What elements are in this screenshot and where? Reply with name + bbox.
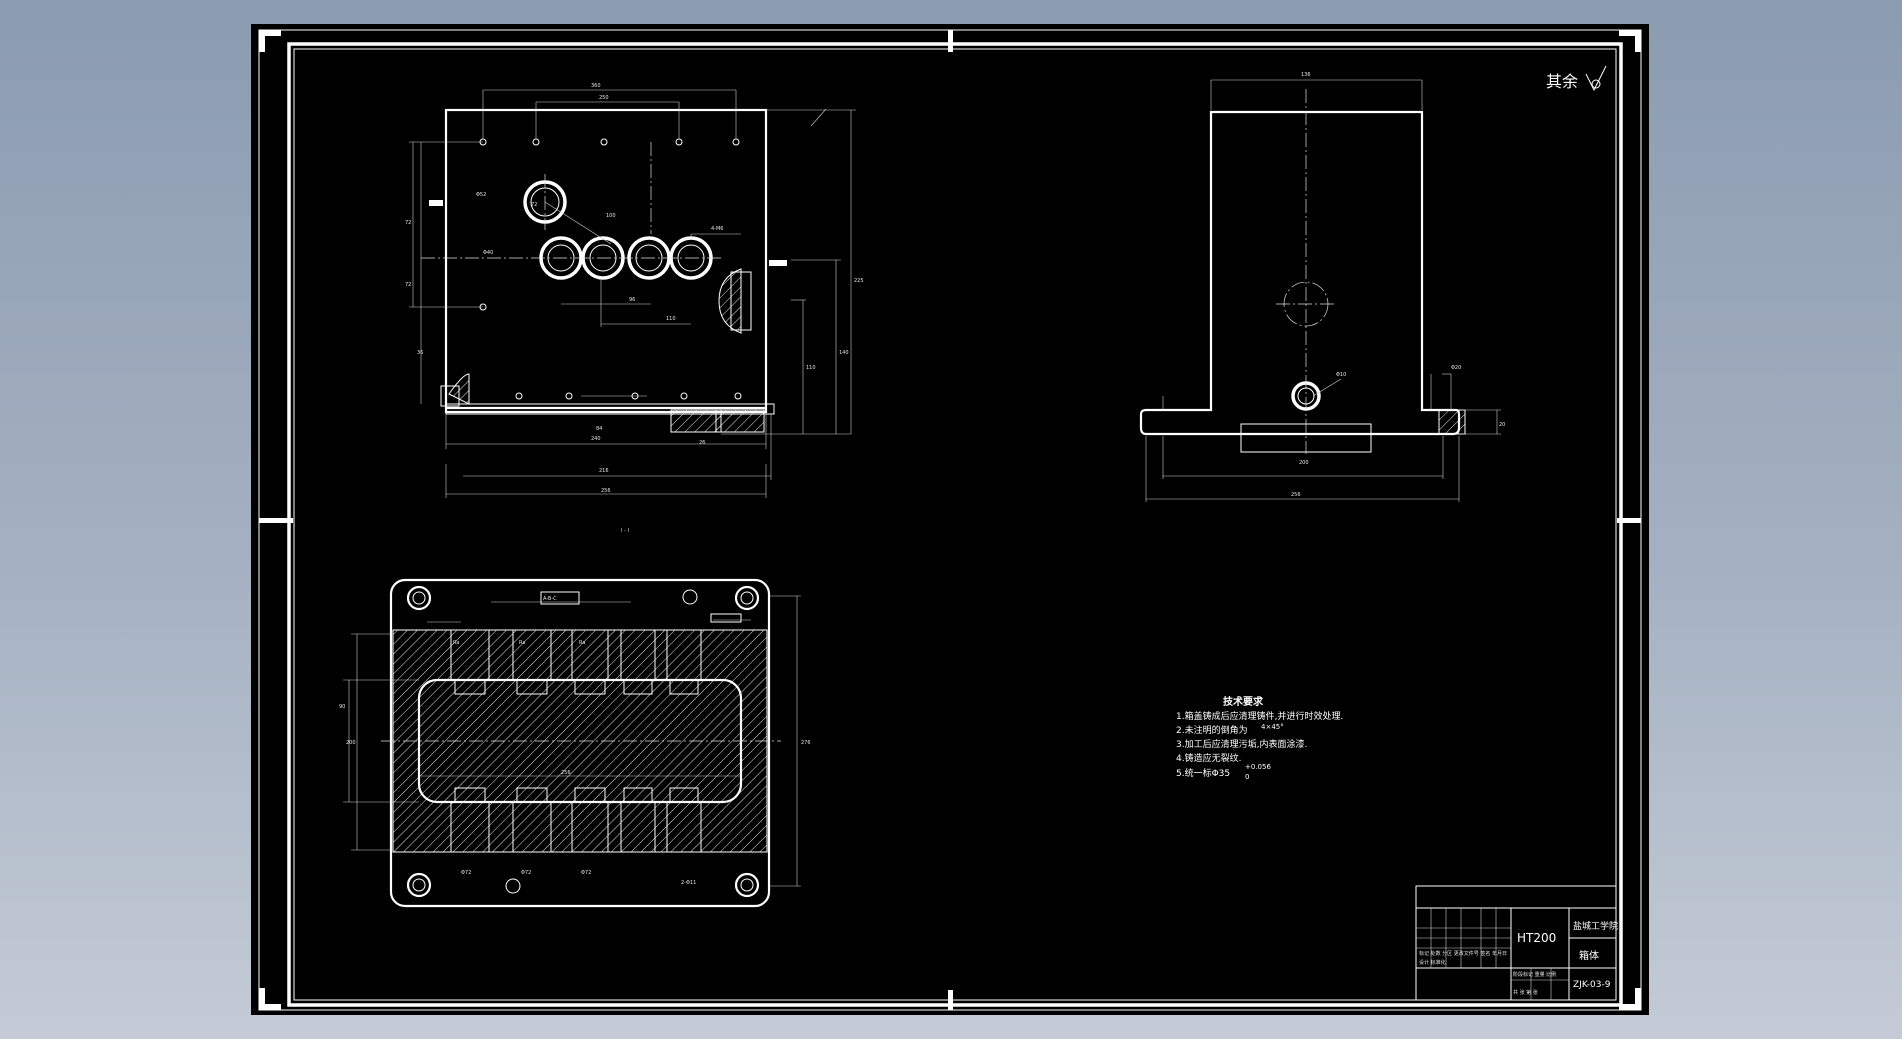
- svg-text:Ra: Ra: [453, 640, 459, 646]
- svg-text:250: 250: [599, 95, 609, 101]
- svg-text:256: 256: [601, 488, 611, 494]
- svg-text:96: 96: [629, 297, 635, 303]
- roughness-note-text: 其余: [1546, 72, 1578, 91]
- title-block-label-4: 共 张 第 张: [1513, 989, 1538, 996]
- svg-text:Φ10: Φ10: [1336, 372, 1346, 378]
- svg-text:256: 256: [1291, 492, 1301, 498]
- tech-req-chamfer: 4×45°: [1261, 723, 1284, 731]
- title-block-drawing-no: ZJK-03-9: [1573, 980, 1611, 990]
- cad-drawing: 其余: [258, 29, 1642, 1011]
- svg-text:Φ72: Φ72: [521, 870, 531, 876]
- roughness-note: 其余: [1546, 65, 1607, 92]
- svg-text:90: 90: [339, 704, 345, 710]
- svg-text:360: 360: [591, 83, 601, 89]
- svg-text:26: 26: [699, 440, 705, 446]
- title-block-label-2: 设计 标准化: [1419, 959, 1446, 966]
- tech-req-tolerance-upper: +0.056: [1245, 763, 1271, 771]
- svg-text:Ra: Ra: [579, 640, 585, 646]
- svg-text:72: 72: [405, 220, 411, 226]
- tech-req-item-4: 4.铸造应无裂纹.: [1176, 752, 1241, 764]
- tech-req-item-3: 3.加工后应清理污垢,内表面涂漆.: [1176, 738, 1307, 750]
- svg-text:140: 140: [839, 350, 849, 356]
- svg-text:20: 20: [1499, 422, 1505, 428]
- svg-text:Φ72: Φ72: [581, 870, 591, 876]
- svg-text:36: 36: [417, 350, 423, 356]
- svg-text:216: 216: [599, 468, 609, 474]
- svg-text:Φ52: Φ52: [476, 192, 486, 198]
- tech-req-tolerance-lower: 0: [1245, 773, 1249, 781]
- svg-text:256: 256: [561, 770, 571, 776]
- technical-requirements: 技术要求 1.箱盖铸成后应清理铸件,并进行时效处理. 2.未注明的倒角为 4×4…: [1176, 695, 1343, 781]
- title-block-label-3: 阶段标记 重量 比例: [1513, 971, 1556, 978]
- tech-req-title: 技术要求: [1223, 695, 1264, 708]
- svg-text:2-Φ11: 2-Φ11: [681, 880, 696, 886]
- svg-text:200: 200: [346, 740, 356, 746]
- tech-req-item-1: 1.箱盖铸成后应清理铸件,并进行时效处理.: [1176, 710, 1343, 722]
- title-block-material: HT200: [1517, 931, 1556, 945]
- svg-text:200: 200: [1299, 460, 1309, 466]
- svg-text:136: 136: [1301, 72, 1311, 78]
- svg-text:225: 225: [854, 278, 864, 284]
- svg-text:276: 276: [801, 740, 811, 746]
- title-block-part-name: 箱体: [1579, 949, 1599, 962]
- title-block-label-1: 标记 处数 分区 更改文件号 签名 年月日: [1419, 950, 1507, 957]
- svg-text:100: 100: [606, 213, 616, 219]
- svg-text:4-M6: 4-M6: [711, 226, 723, 232]
- title-block-school: 盐城工学院: [1573, 920, 1618, 932]
- drawing-sheet: 其余: [251, 24, 1649, 1015]
- svg-text:84: 84: [596, 426, 602, 432]
- tech-req-item-5: 5.统一标Φ35: [1176, 767, 1230, 779]
- svg-text:A-B-C: A-B-C: [543, 596, 557, 602]
- title-block: HT200 盐城工学院 箱体 ZJK-03-9 标记 处数 分区 更改文件号 签…: [1415, 885, 1618, 1001]
- svg-text:110: 110: [666, 316, 676, 322]
- side-view: 136 256 200 Φ20 20 Φ10: [1139, 72, 1505, 502]
- tech-req-item-2: 2.未注明的倒角为: [1176, 724, 1248, 736]
- svg-text:240: 240: [591, 436, 601, 442]
- svg-text:Φ20: Φ20: [1451, 365, 1461, 371]
- svg-text:72: 72: [531, 202, 537, 208]
- top-view: A-B-C 256 200 90 276 Ra Ra Ra Φ72 Φ72 Φ72 2-Φ11: [339, 578, 811, 908]
- svg-text:Φ40: Φ40: [483, 250, 493, 256]
- svg-text:Φ72: Φ72: [461, 870, 471, 876]
- svg-text:110: 110: [806, 365, 816, 371]
- svg-text:Ra: Ra: [519, 640, 525, 646]
- svg-text:72: 72: [405, 282, 411, 288]
- drawing-border: [258, 29, 1642, 1011]
- front-view: 360 250 240 216 256 72 72 36 225 140 110 4-M6 11…: [405, 83, 864, 534]
- section-label: I - I: [621, 528, 629, 534]
